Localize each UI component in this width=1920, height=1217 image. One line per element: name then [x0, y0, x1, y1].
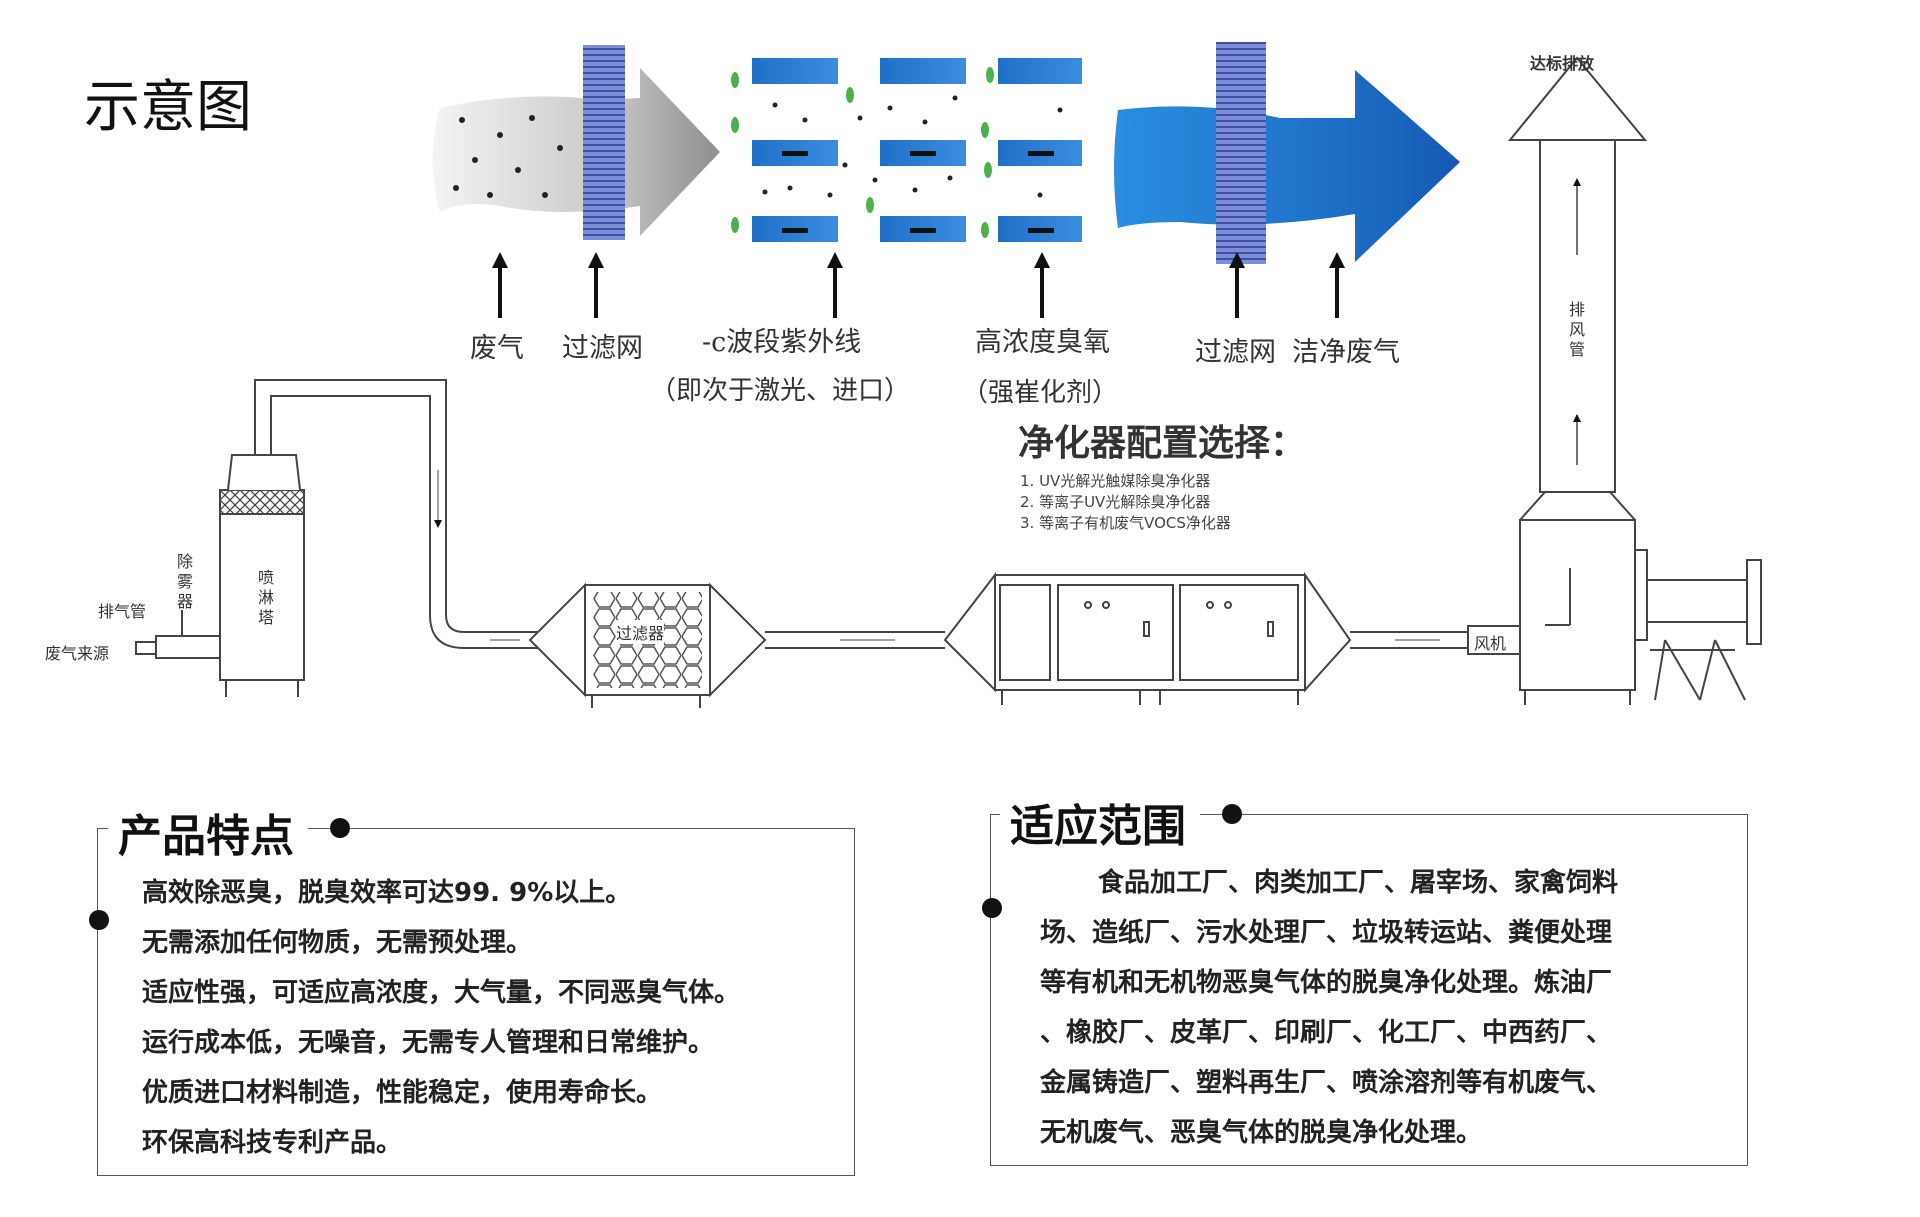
ozone-particles [731, 67, 1063, 238]
feature-item: 无需添加任何物质，无需预处理。 [142, 928, 533, 958]
label-source: 废气来源 [45, 644, 110, 663]
scope-line: 场、造纸厂、污水处理厂、垃圾转运站、粪便处理 [1040, 918, 1613, 948]
feature-item: 环保高科技专利产品。 [142, 1128, 403, 1158]
filter-mesh-1 [583, 45, 625, 240]
feature-item: 运行成本低，无噪音，无需专人管理和日常维护。 [142, 1028, 715, 1058]
label-demister: 除雾器 [176, 552, 193, 611]
scope-line: 、橡胶厂、皮革厂、印刷厂、化工厂、中西药厂、 [1040, 1018, 1613, 1048]
page-title: 示意图 [84, 75, 252, 140]
label-uv-sub: （即次于激光、进口） [650, 376, 911, 406]
filter-mesh-2 [1216, 42, 1266, 264]
clean-gas-flow [1114, 70, 1460, 262]
label-uv: -c波段紫外线 [702, 327, 862, 358]
features-heading: 产品特点 [108, 800, 308, 864]
config-item: 3. 等离子有机废气VOCS净化器 [1020, 514, 1231, 532]
bullet-dot [89, 910, 109, 930]
feature-item: 适应性强，可适应高浓度，大气量，不同恶臭气体。 [142, 978, 741, 1008]
label-spray-tower: 喷淋塔 [257, 568, 274, 627]
bullet-dot [330, 818, 350, 838]
scope-line: 无机废气、恶臭气体的脱臭净化处理。 [1040, 1118, 1483, 1148]
label-waste-gas: 废气 [470, 333, 524, 364]
config-item: 1. UV光解光触媒除臭净化器 [1020, 472, 1211, 490]
bullet-dot [1222, 804, 1242, 824]
label-clean-gas: 洁净废气 [1292, 337, 1400, 368]
scope-line: 食品加工厂、肉类加工厂、屠宰场、家禽饲料 [1098, 868, 1619, 898]
label-fan: 风机 [1474, 634, 1507, 653]
config-title: 净化器配置选择： [1018, 423, 1307, 464]
scope-box [990, 814, 1748, 1166]
feature-item: 高效除恶臭，脱臭效率可达99. 9%以上。 [142, 878, 632, 908]
bullet-dot [982, 898, 1002, 918]
scope-line: 等有机和无机物恶臭气体的脱臭净化处理。炼油厂 [1040, 968, 1613, 998]
label-filter-1: 过滤网 [562, 333, 643, 364]
scope-heading: 适应范围 [1000, 790, 1200, 854]
features-box [97, 828, 855, 1176]
label-ozone-sub: （强崔化剂） [962, 378, 1119, 408]
system-drawing [135, 56, 1762, 708]
process-arrows [498, 264, 1339, 318]
feature-item: 优质进口材料制造，性能稳定，使用寿命长。 [142, 1078, 663, 1108]
label-filter-unit: 过滤器 [616, 620, 665, 644]
scope-line: 金属铸造厂、塑料再生厂、喷涂溶剂等有机废气、 [1040, 1068, 1613, 1098]
label-exhaust-pipe: 排气管 [98, 602, 147, 621]
uv-panels [752, 58, 1082, 242]
label-ozone: 高浓度臭氧 [975, 327, 1110, 358]
label-emission: 达标排放 [1530, 54, 1595, 73]
waste-gas-flow [432, 68, 720, 236]
label-exhaust-duct: 排风管 [1568, 300, 1585, 359]
config-item: 2. 等离子UV光解除臭净化器 [1020, 493, 1211, 511]
label-filter-2: 过滤网 [1195, 337, 1276, 368]
